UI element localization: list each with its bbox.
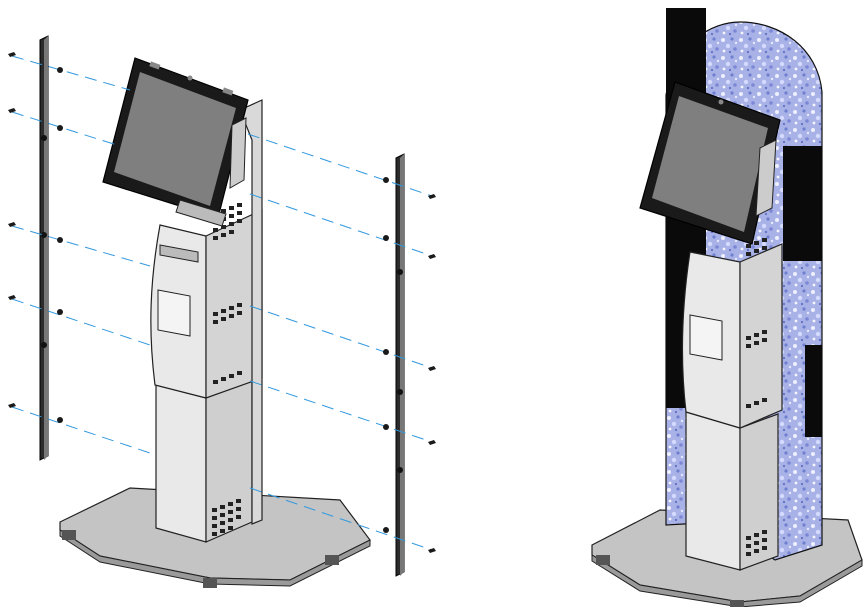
foot [203, 578, 217, 588]
screw-icon [8, 52, 16, 57]
screws-left [8, 52, 63, 423]
screw-icon [57, 309, 63, 315]
screw-icon [8, 403, 16, 408]
foot [62, 530, 76, 540]
monitor-left [102, 57, 249, 227]
foot [325, 555, 339, 565]
vent-grill [212, 499, 241, 536]
pedestal-column-left [155, 379, 253, 543]
screw-icon [57, 67, 63, 73]
assembly-guide-lines [11, 55, 433, 551]
screw-icon [8, 108, 16, 113]
screw-icon [57, 237, 63, 243]
side-rail-left [39, 35, 49, 461]
screw-icon [8, 295, 16, 300]
screws-right [383, 177, 436, 553]
kiosk-body-left [150, 203, 263, 399]
screw-icon [8, 222, 16, 227]
left-exploded-view [8, 35, 436, 588]
monitor-right [639, 81, 781, 245]
card-reader [229, 117, 247, 189]
screw-icon [57, 417, 63, 423]
right-assembled-view [591, 8, 863, 607]
side-rail-right [395, 153, 405, 577]
screw-icon [57, 125, 63, 131]
wrap-black-band [666, 8, 706, 98]
